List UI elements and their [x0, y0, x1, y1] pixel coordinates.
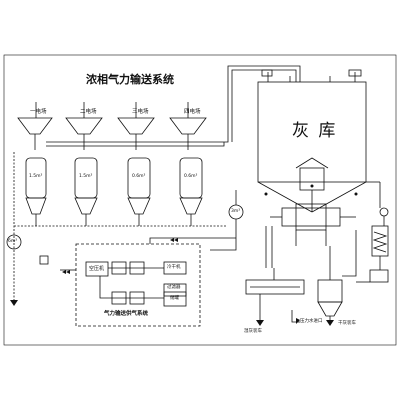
hopper-4: [169, 117, 207, 226]
filter-label: 过滤器: [167, 285, 181, 290]
tank-label: 储罐: [170, 296, 179, 301]
hopper-4-label: 四电场: [184, 109, 201, 115]
air-supply-title: 气力输送供气系统: [104, 311, 149, 317]
valve-icon: [62, 270, 66, 274]
vessel-4-volume: 0.6m³: [184, 174, 198, 179]
hopper-1-label: 一电场: [30, 109, 47, 115]
hopper-2-label: 二电场: [80, 109, 97, 115]
silo: [257, 69, 367, 213]
hopper-3: [117, 117, 155, 226]
tank-box: [163, 291, 187, 307]
dryer-label: 冷干机: [167, 265, 181, 270]
side-vessel-right-volume: 3m³: [231, 209, 241, 214]
air-supply-box: [75, 243, 201, 327]
vessel-3-volume: 0.6m³: [132, 174, 146, 179]
heater-unit: [356, 181, 389, 283]
hopper-3-label: 三电场: [132, 109, 149, 115]
silo-label: 灰 库: [292, 121, 338, 141]
diagram-border: [3, 54, 397, 346]
dry-loading-head: [317, 246, 343, 324]
diagram-title: 浓相气力输送系统: [86, 73, 174, 86]
side-vessel-left: [6, 234, 22, 250]
vessel-1-volume: 1.5m³: [29, 174, 43, 179]
filter-box: [163, 283, 187, 297]
hopper-2: [65, 117, 103, 226]
silo-discharge: [265, 203, 356, 268]
hopper-1: [17, 117, 53, 226]
dry-loading-label: 干灰装车: [338, 321, 356, 326]
vessel-2-volume: 1.5m³: [79, 174, 93, 179]
conveying-pipe-top: [220, 65, 301, 143]
side-vessel-left-volume: 6m³: [8, 239, 18, 244]
compressor-box: [85, 261, 109, 277]
wet-loading-label: 湿灰装车: [244, 329, 262, 334]
water-inlet-label: 压力水进口: [300, 319, 323, 324]
gauge: [39, 255, 49, 265]
compressor-label: 空压机: [89, 266, 105, 272]
wet-mixer: [245, 268, 305, 320]
